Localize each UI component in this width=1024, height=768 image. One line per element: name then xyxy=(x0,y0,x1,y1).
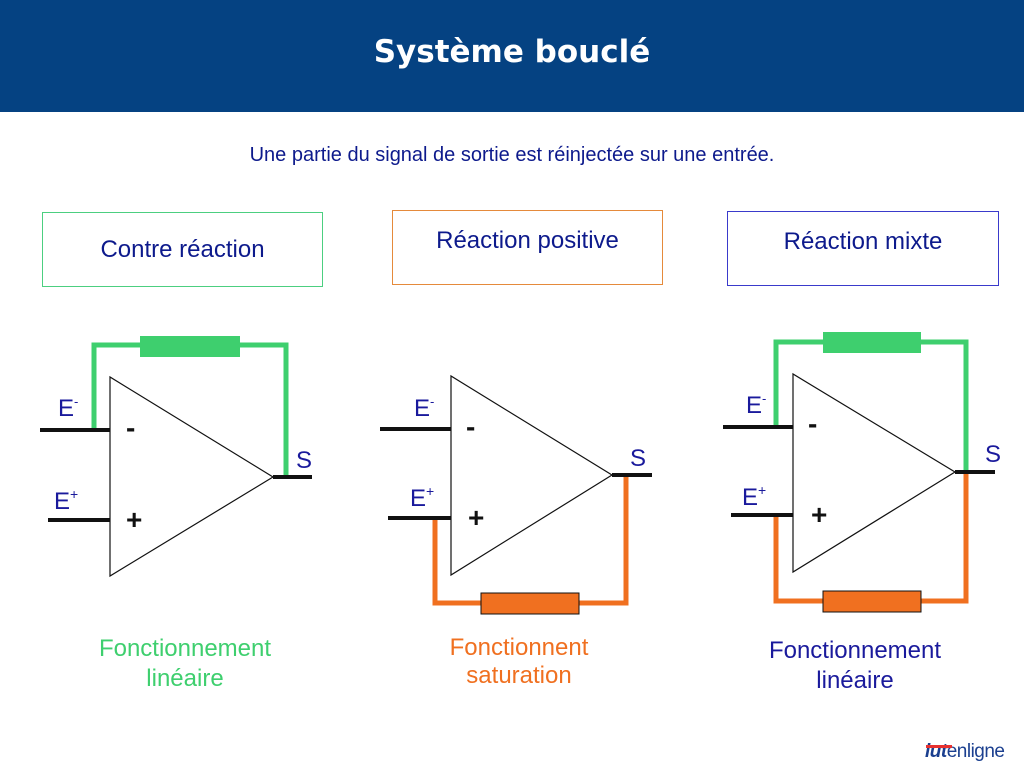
iutenligne-logo: iutenligne xyxy=(925,741,1017,765)
input-minus-label-1: E- xyxy=(58,394,78,422)
label-box-reaction-positive: Réaction positive xyxy=(392,210,663,285)
feedback-resistor-1 xyxy=(140,336,240,357)
diagram-reaction-mixte: E- E+ - + S xyxy=(723,332,1001,613)
caption-reaction-mixte: Fonctionnement linéaire xyxy=(710,636,1000,696)
sign-minus-1: - xyxy=(126,412,135,443)
feedback-resistor-orange-3 xyxy=(822,590,922,613)
sign-minus-3: - xyxy=(808,408,817,439)
sign-plus-1: + xyxy=(126,504,142,535)
input-plus-label-3: E+ xyxy=(742,482,766,511)
title-bar: Système bouclé xyxy=(0,0,1024,112)
logo-part-ligne: ligne xyxy=(966,741,1005,762)
sign-plus-2: + xyxy=(468,502,484,533)
sign-plus-3: + xyxy=(811,499,827,530)
diagram-contre-reaction: E- E+ - + S xyxy=(40,336,312,578)
caption-line-2: saturation xyxy=(466,662,572,689)
sign-minus-2: - xyxy=(466,411,475,442)
caption-contre-reaction: Fonctionnement linéaire xyxy=(40,634,330,694)
caption-line-1: Fonctionnement xyxy=(98,635,272,662)
subtitle: Une partie du signal de sortie est réinj… xyxy=(249,144,775,166)
input-minus-label-3: E- xyxy=(746,391,766,419)
input-plus-label-1: E+ xyxy=(54,486,78,515)
diagram-reaction-positive: E- E+ - + S xyxy=(380,374,652,615)
op-amp-triangle-2 xyxy=(450,374,614,577)
caption-line-2: linéaire xyxy=(146,665,224,692)
feedback-resistor-2 xyxy=(480,592,580,615)
label-box-contre-reaction: Contre réaction xyxy=(42,212,323,287)
feedback-resistor-green-3 xyxy=(823,332,921,353)
caption-reaction-positive: Fonctionnent saturation xyxy=(380,634,658,690)
op-amp-triangle-3 xyxy=(792,372,957,574)
caption-line-2: linéaire xyxy=(816,667,894,694)
output-label-2: S xyxy=(630,445,646,472)
output-label-3: S xyxy=(985,441,1001,468)
output-label-1: S xyxy=(296,447,312,474)
caption-line-1: Fonctionnement xyxy=(768,637,942,664)
input-minus-label-2: E- xyxy=(414,394,434,422)
caption-line-1: Fonctionnent xyxy=(449,634,589,661)
logo-accent-bar xyxy=(926,745,952,748)
op-amp-triangle-1 xyxy=(109,375,275,578)
input-plus-label-2: E+ xyxy=(410,483,434,512)
label-box-reaction-mixte: Réaction mixte xyxy=(727,211,999,286)
page-title: Système bouclé xyxy=(373,34,651,70)
